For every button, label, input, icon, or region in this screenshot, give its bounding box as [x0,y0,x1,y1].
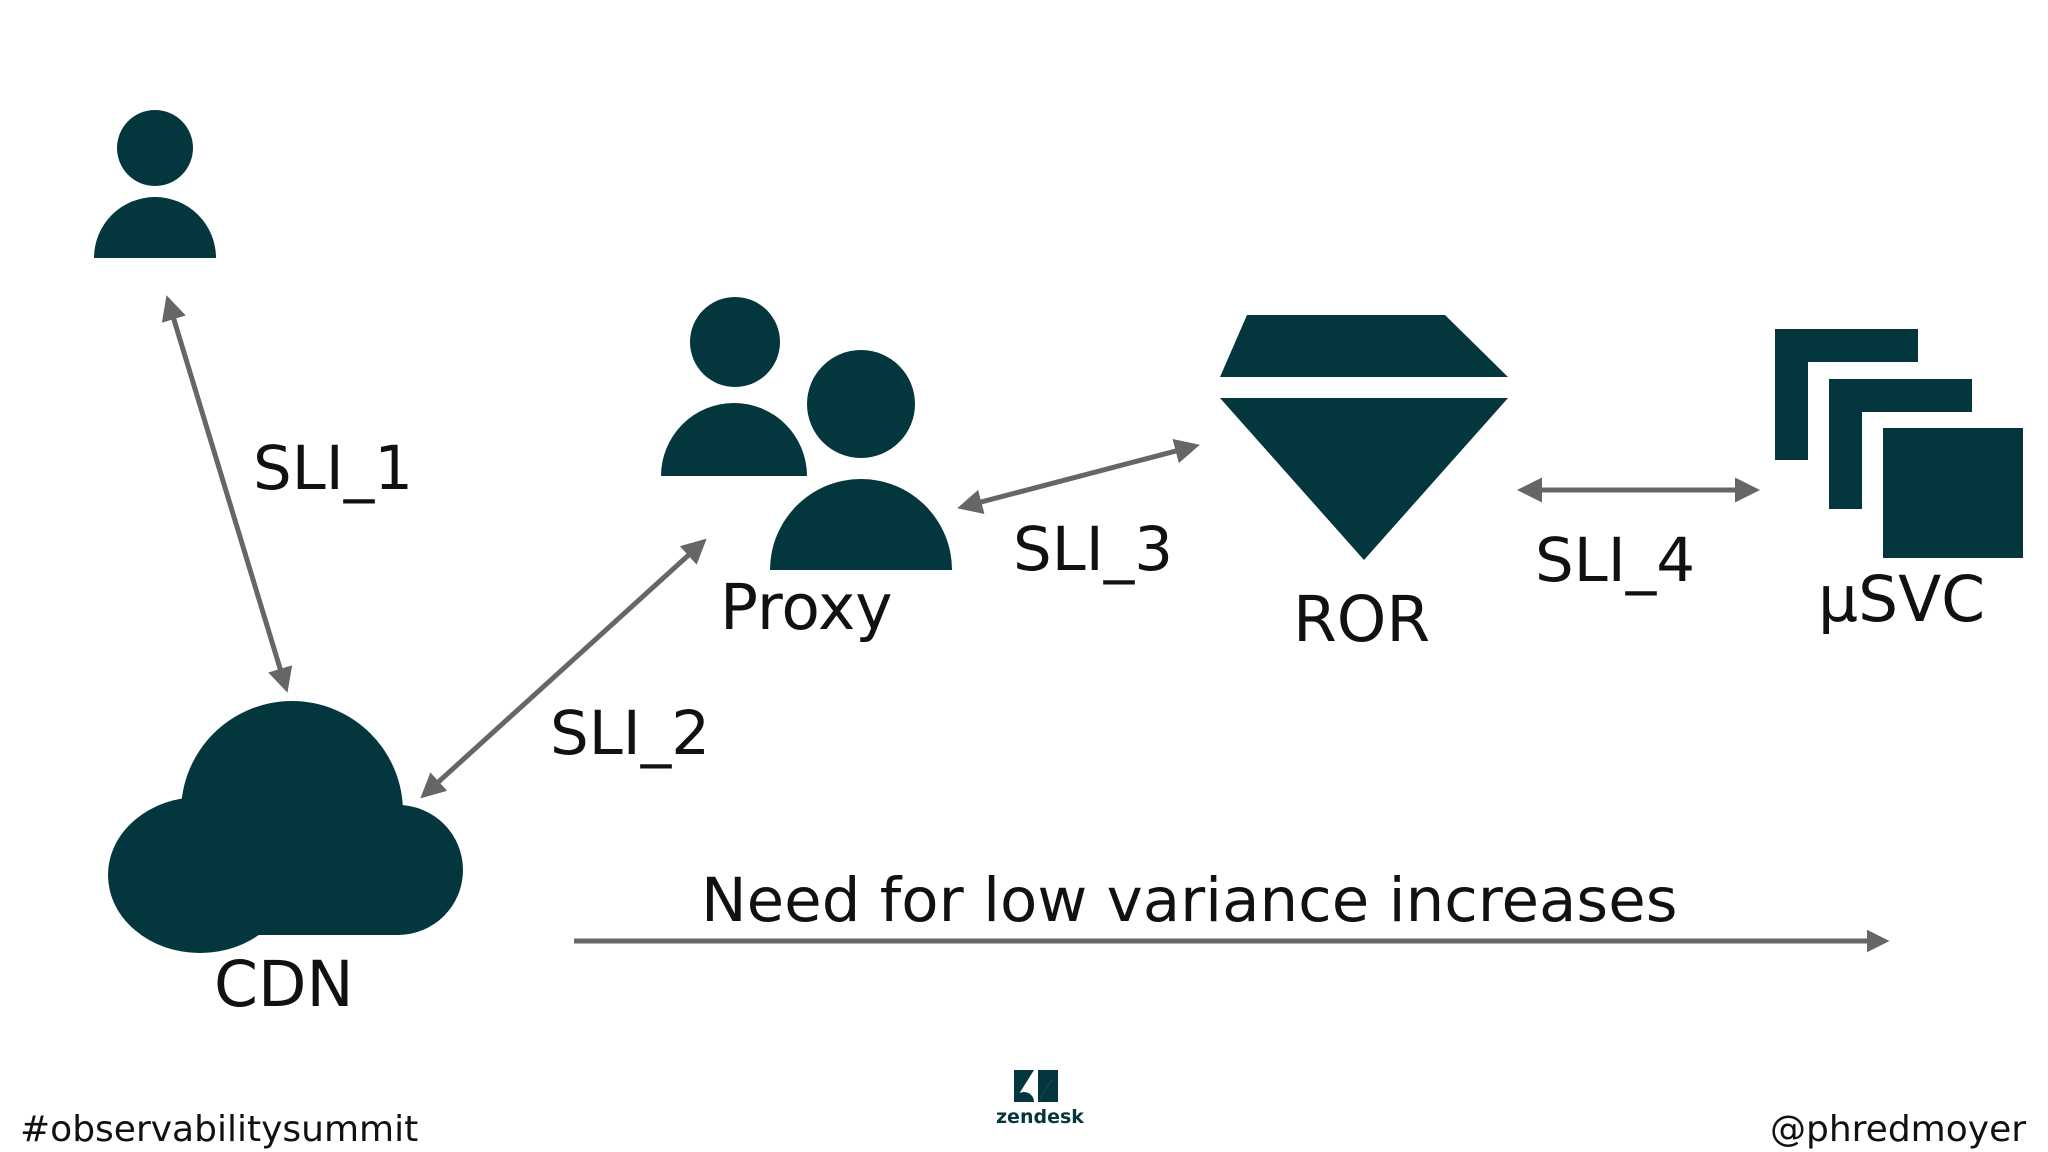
gem-icon [1220,315,1508,560]
cloud-icon [108,701,463,953]
users-icon [661,297,952,570]
usvc-label: μSVC [1818,563,1986,636]
hashtag-footer: #observabilitysummit [20,1109,419,1150]
sli-3-label: SLI_3 [1013,514,1174,585]
arrow-sli-3 [957,438,1200,515]
arrow-sli-1 [161,295,293,693]
ror-label: ROR [1293,583,1431,656]
zendesk-logo-icon [1014,1070,1058,1102]
variance-caption: Need for low variance increases [701,865,1678,936]
brand-wordmark: zendesk [996,1106,1084,1128]
arrow-sli-2 [420,538,707,799]
handle-footer: @phredmoyer [1770,1109,2027,1150]
sli-2-label: SLI_2 [550,698,711,769]
stacked-squares-icon [1775,329,2023,558]
sli-4-label: SLI_4 [1535,525,1696,596]
user-icon [94,110,216,258]
cdn-label: CDN [214,948,354,1021]
proxy-label: Proxy [720,571,893,644]
sli-1-label: SLI_1 [253,433,414,504]
